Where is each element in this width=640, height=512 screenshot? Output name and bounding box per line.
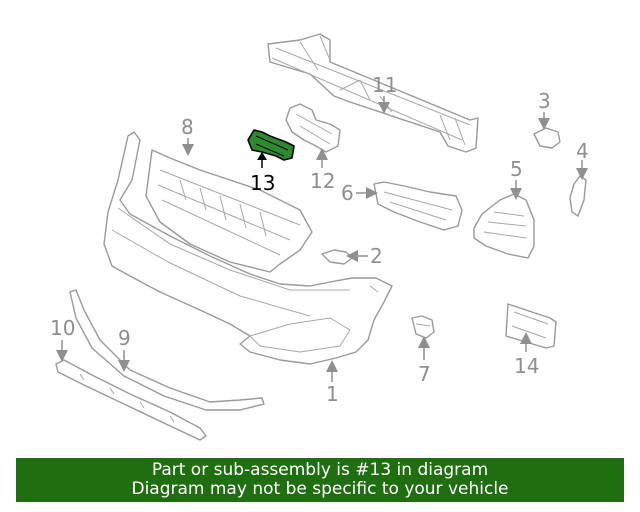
callout-5: 5 [510, 157, 523, 181]
info-banner: Part or sub-assembly is #13 in diagram D… [16, 458, 624, 502]
callout-10: 10 [50, 316, 75, 340]
banner-line-1: Part or sub-assembly is #13 in diagram [151, 460, 489, 480]
callout-6: 6 [341, 181, 354, 205]
callout-11: 11 [372, 73, 397, 97]
part-13-bracket-highlighted [247, 129, 295, 161]
part-9-lower-trim [69, 289, 265, 411]
leader-lines [56, 96, 588, 382]
parts-diagram: 11 3 4 8 5 6 12 13 2 7 14 1 9 10 [50, 33, 589, 441]
part-1-bumper-cover [103, 131, 393, 365]
callout-13: 13 [250, 171, 275, 195]
callout-4: 4 [576, 139, 589, 163]
callout-1: 1 [326, 382, 339, 406]
callout-3: 3 [538, 89, 551, 113]
callout-7: 7 [418, 362, 431, 386]
callout-8: 8 [181, 115, 194, 139]
part-12-bracket [285, 103, 341, 153]
callout-9: 9 [118, 326, 131, 350]
part-2-clip [321, 249, 353, 265]
callout-12: 12 [310, 169, 335, 193]
part-4-side-bracket [569, 175, 587, 217]
callout-14: 14 [514, 354, 539, 378]
part-11-reinforcement-beam [267, 33, 479, 153]
part-7-sensor [411, 315, 435, 339]
part-6-side-bracket [373, 181, 463, 231]
part-3-sensor-bracket [533, 127, 561, 149]
part-8-grille [145, 149, 313, 273]
part-14-license-bracket [505, 303, 557, 349]
banner-line-2: Diagram may not be specific to your vehi… [131, 479, 509, 499]
part-10-lower-molding [55, 359, 207, 441]
part-5-fog-lamp [473, 193, 535, 259]
callout-2: 2 [370, 244, 383, 268]
